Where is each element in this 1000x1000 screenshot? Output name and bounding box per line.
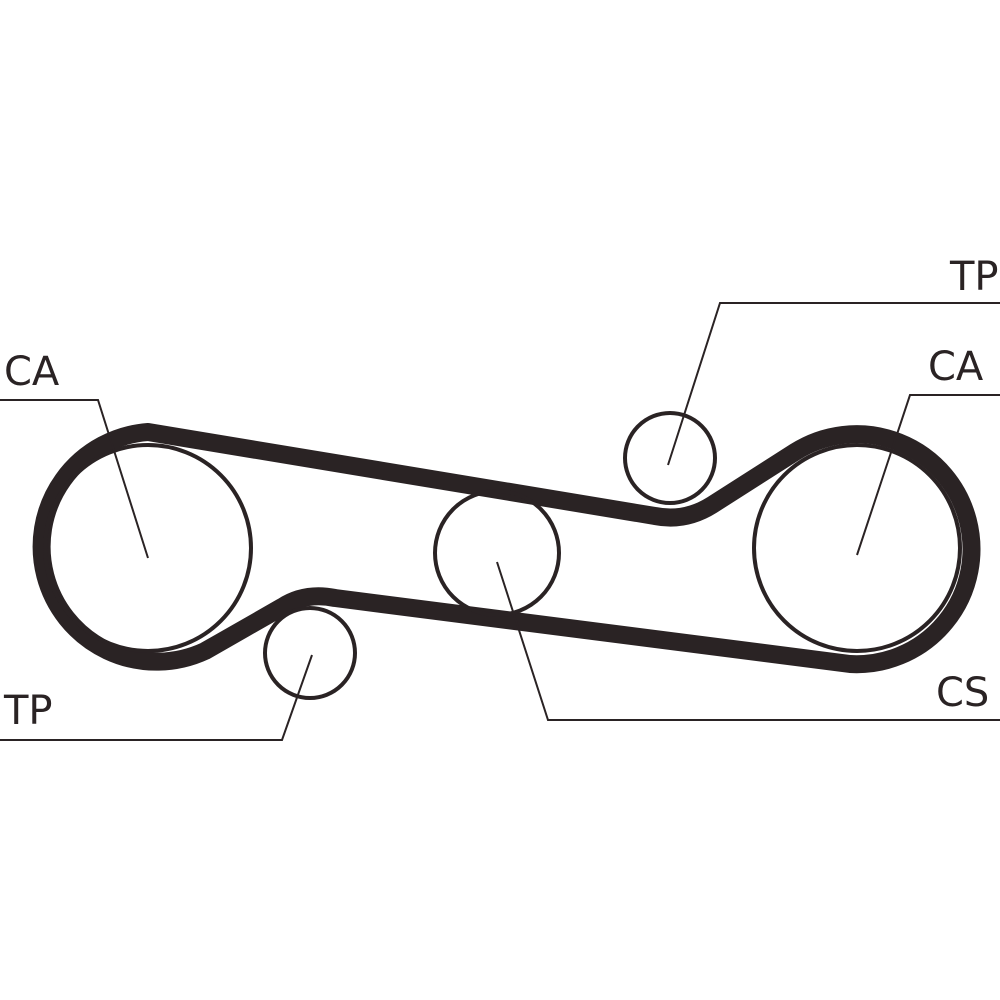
tensioner-pulley-bottom <box>263 606 357 700</box>
camshaft-pulley-left <box>43 443 253 653</box>
tensioner-pulley-top <box>623 411 717 505</box>
camshaft-pulley-right <box>752 443 962 653</box>
label-tp-bottom-left: TP <box>3 688 53 734</box>
crankshaft-pulley <box>433 489 561 617</box>
label-tp-top-right: TP <box>949 254 999 300</box>
label-ca-right: CA <box>928 344 984 390</box>
timing-belt <box>32 423 981 674</box>
leader-tp-top-right <box>667 302 1000 466</box>
label-ca-left: CA <box>4 349 60 395</box>
label-cs: CS <box>936 670 989 716</box>
leader-cs <box>496 561 1000 721</box>
leader-ca-right <box>856 394 1000 556</box>
leader-tp-bottom-left <box>0 654 313 741</box>
leader-ca-left <box>0 399 149 559</box>
